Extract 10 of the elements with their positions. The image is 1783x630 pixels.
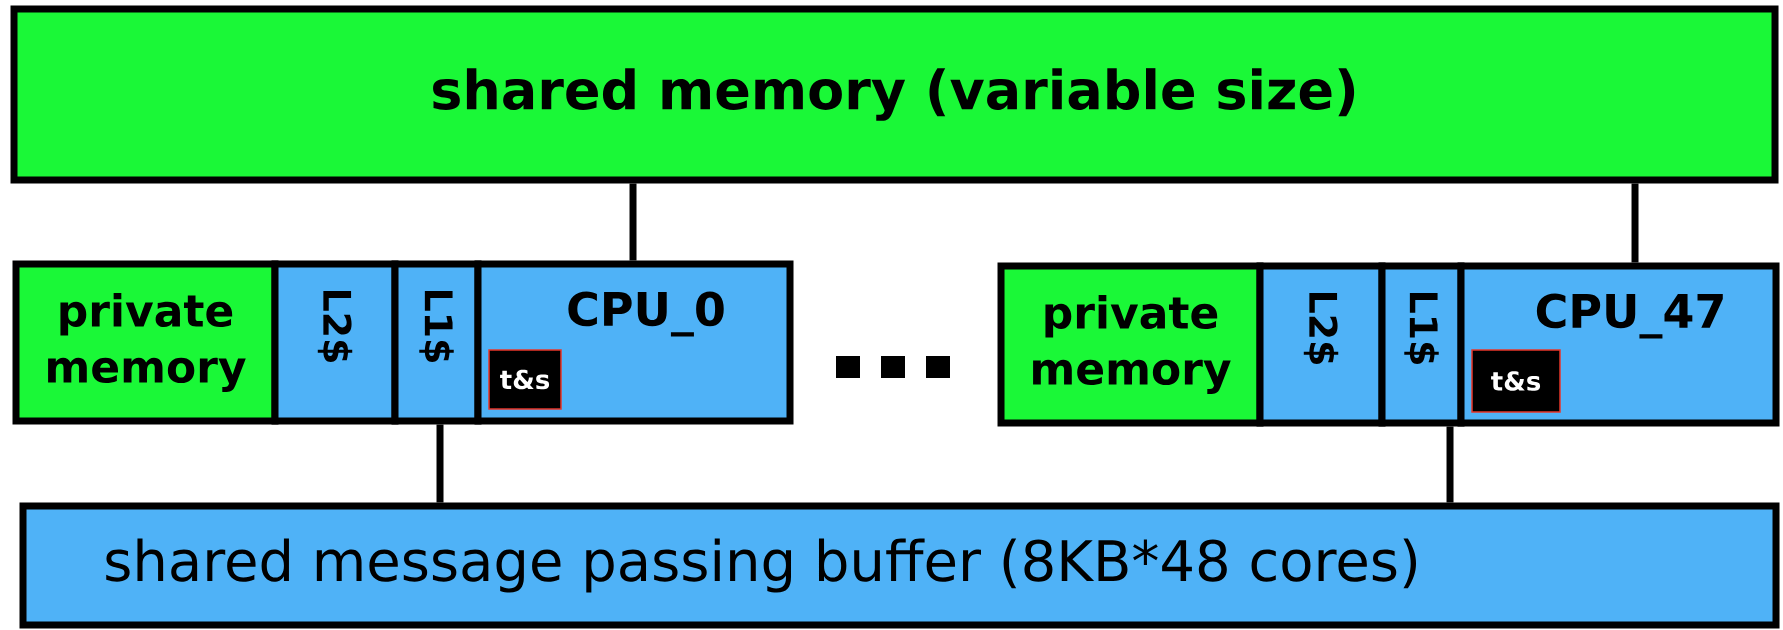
memory-box: private memory (12, 260, 279, 425)
buffer-box: shared message passing buffer (8KB*48 cores) (19, 502, 1780, 629)
memory-box: shared memory (variable size) (10, 5, 1779, 184)
instruction-box: t&s (488, 349, 562, 410)
memory-box: private memory (997, 262, 1264, 427)
instruction-box: t&s (1471, 349, 1561, 413)
cache-box: L1$ (1378, 262, 1465, 427)
cache-box: L2$ (1256, 262, 1386, 427)
cache-box: L1$ (391, 260, 482, 425)
cache-box: L2$ (271, 260, 399, 425)
